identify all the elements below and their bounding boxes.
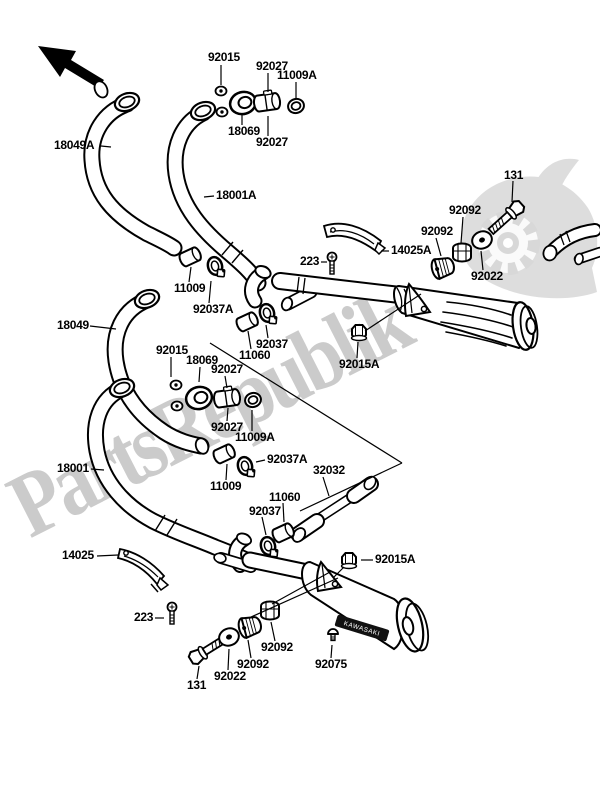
part-label-131: 131	[504, 168, 524, 182]
leader-line	[250, 577, 339, 618]
part-label-92092: 92092	[421, 224, 453, 238]
heat-shield-14025	[116, 547, 170, 593]
part-label-11009A: 11009A	[235, 430, 275, 444]
leader-line	[322, 476, 330, 497]
leader-line	[356, 341, 359, 359]
part-label-92015A: 92015A	[339, 357, 380, 371]
leader-line	[255, 459, 266, 463]
part-label-18069: 18069	[228, 124, 260, 138]
part-label-11060: 11060	[269, 490, 301, 504]
leader-line	[364, 293, 422, 332]
leader-line	[265, 324, 269, 339]
part-label-223: 223	[300, 254, 320, 268]
leader-line	[225, 463, 228, 481]
leader-line	[271, 571, 331, 605]
header-pipe-18001	[86, 374, 255, 569]
part-label-11009: 11009	[174, 281, 206, 295]
leader-line	[188, 266, 192, 283]
leader-line	[460, 216, 464, 244]
part-label-18001: 18001	[57, 461, 89, 475]
part-label-92092: 92092	[449, 203, 481, 217]
leader-line	[282, 502, 285, 523]
part-label-11060: 11060	[239, 348, 271, 362]
part-label-131: 131	[187, 678, 207, 692]
part-label-223: 223	[134, 610, 154, 624]
muffler-upper	[244, 222, 600, 351]
part-label-14025: 14025	[62, 548, 94, 562]
part-label-92027: 92027	[211, 362, 243, 376]
leader-line	[224, 375, 228, 389]
part-label-18049A: 18049A	[54, 138, 95, 152]
leader-line	[435, 237, 442, 257]
leader-line	[100, 145, 112, 148]
part-label-92015: 92015	[156, 343, 188, 357]
part-label-18001A: 18001A	[216, 188, 257, 202]
muffler-lower: KAWASAKI	[116, 532, 430, 653]
part-label-14025A: 14025A	[391, 243, 432, 257]
part-label-18049: 18049	[57, 318, 89, 332]
part-label-92015: 92015	[208, 50, 240, 64]
part-label-92037A: 92037A	[267, 452, 308, 466]
header-pipe-18001a	[166, 97, 267, 292]
direction-arrow	[38, 46, 104, 88]
part-label-11009A: 11009A	[277, 68, 317, 82]
heat-shield-14025a	[322, 222, 387, 256]
watermark-logo	[461, 158, 598, 299]
leader-line	[227, 648, 230, 671]
part-label-92037A: 92037A	[193, 302, 234, 316]
part-label-92027: 92027	[256, 59, 288, 73]
leader-line	[511, 180, 514, 203]
part-label-92027: 92027	[256, 135, 288, 149]
part-label-92015A: 92015A	[375, 552, 416, 566]
leader-line	[209, 342, 403, 464]
leader-line	[96, 554, 119, 557]
part-label-18069: 18069	[186, 353, 218, 367]
leader-line	[208, 280, 212, 304]
part-label-92027: 92027	[211, 420, 243, 434]
leader-line	[90, 468, 105, 471]
part-label-92022: 92022	[471, 269, 503, 283]
leader-line	[330, 644, 333, 659]
part-label-92092: 92092	[261, 640, 293, 654]
leader-line	[261, 516, 267, 536]
leader-line	[480, 250, 484, 271]
leader-line	[203, 195, 215, 198]
leader-line	[198, 366, 201, 383]
part-label-92092: 92092	[237, 657, 269, 671]
part-label-92075: 92075	[315, 657, 347, 671]
part-label-92022: 92022	[214, 669, 246, 683]
rear-pipe-stubs	[542, 223, 600, 266]
part-label-11009: 11009	[210, 479, 242, 493]
header-pipe-18049	[106, 285, 210, 455]
leader-line	[247, 639, 252, 659]
connecting-pipe-32032	[290, 475, 379, 543]
header-pipe-18049a	[83, 80, 183, 257]
leader-line	[299, 462, 403, 512]
part-label-92037: 92037	[249, 504, 281, 518]
leader-line	[270, 621, 276, 642]
part-label-92037: 92037	[256, 337, 288, 351]
part-label-32032: 32032	[313, 463, 345, 477]
leader-line	[247, 330, 252, 350]
leader-line	[226, 407, 229, 422]
leader-lines	[89, 65, 514, 680]
leader-line	[89, 325, 117, 330]
leader-line	[196, 665, 200, 680]
leader-line	[332, 566, 345, 579]
